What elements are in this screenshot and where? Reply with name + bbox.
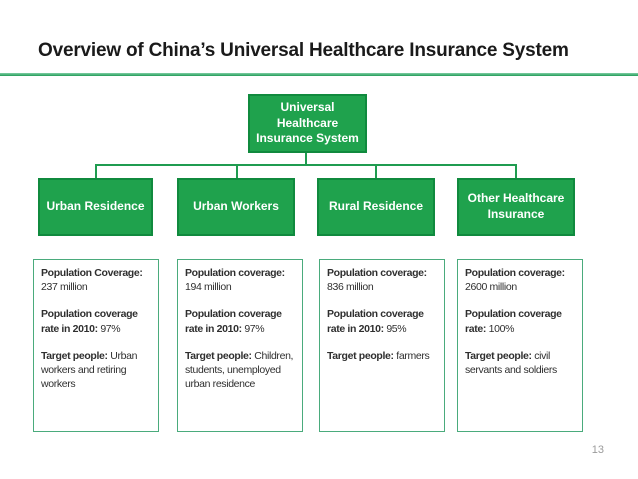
detail-box-urban-workers: Population coverage: 194 million Populati…	[177, 259, 303, 432]
branch-label: Rural Residence	[328, 199, 424, 214]
detail-label: Target people:	[41, 349, 108, 362]
detail-paragraph: Target people: civil servants and soldie…	[465, 349, 575, 377]
detail-paragraph: Population coverage rate in 2010: 95%	[327, 307, 437, 335]
detail-box-other-insurance: Population coverage: 2600 million Populat…	[457, 259, 583, 432]
detail-label: Population coverage rate in 2010:	[185, 308, 282, 335]
detail-value: Urban workers and retiring workers	[41, 349, 138, 391]
detail-label: Population coverage:	[327, 267, 427, 279]
detail-value: 95%	[386, 322, 407, 335]
detail-label: Target people:	[185, 349, 252, 362]
detail-label: Population coverage:	[465, 267, 565, 279]
detail-label: Population coverage rate in 2010:	[41, 308, 138, 335]
connector-drop-rural-residence	[375, 164, 377, 179]
title-underline	[0, 73, 638, 76]
detail-value: 194 million	[185, 281, 232, 294]
branch-label: Urban Workers	[193, 199, 279, 214]
detail-paragraph: Population coverage: 194 million	[185, 266, 295, 294]
detail-box-urban-residence: Population Coverage: 237 million Populati…	[33, 259, 159, 432]
detail-paragraph: Population coverage rate in 2010: 97%	[185, 307, 295, 335]
detail-label: Population coverage:	[185, 267, 285, 279]
connector-horizontal	[95, 164, 517, 166]
detail-label: Population coverage rate in 2010:	[327, 308, 424, 335]
detail-paragraph: Target people: farmers	[327, 349, 437, 363]
org-root-box: Universal Healthcare Insurance System	[248, 94, 367, 153]
detail-box-rural-residence: Population coverage: 836 million Populati…	[319, 259, 445, 432]
branch-label: Other Healthcare Insurance	[467, 191, 565, 221]
detail-label: Population coverage rate:	[465, 308, 562, 335]
org-branch-box-urban-residence: Urban Residence	[38, 178, 153, 236]
detail-paragraph: Target people: Urban workers and retirin…	[41, 349, 151, 392]
org-branch-box-rural-residence: Rural Residence	[317, 178, 435, 236]
detail-value: 237 million	[41, 281, 88, 294]
org-branch-box-other-insurance: Other Healthcare Insurance	[457, 178, 575, 236]
connector-drop-urban-residence	[95, 164, 97, 179]
detail-value: 2600 million	[465, 281, 517, 294]
detail-paragraph: Population coverage rate in 2010: 97%	[41, 307, 151, 335]
detail-value: Children, students, unemployed urban res…	[185, 349, 294, 391]
org-root-label: Universal Healthcare Insurance System	[256, 100, 359, 146]
detail-paragraph: Population coverage rate: 100%	[465, 307, 575, 335]
slide-title: Overview of China’s Universal Healthcare…	[38, 40, 569, 61]
detail-label: Target people:	[327, 349, 394, 362]
detail-value: 97%	[100, 322, 121, 335]
detail-value: 100%	[488, 322, 515, 335]
detail-paragraph: Target people: Children, students, unemp…	[185, 349, 295, 392]
detail-value: farmers	[396, 349, 430, 362]
org-branch-box-urban-workers: Urban Workers	[177, 178, 295, 236]
page-number: 13	[591, 444, 604, 456]
detail-label: Population Coverage:	[41, 267, 143, 279]
detail-value: 97%	[244, 322, 265, 335]
connector-drop-other-insurance	[515, 164, 517, 179]
detail-paragraph: Population Coverage: 237 million	[41, 266, 151, 294]
detail-value: civil servants and soldiers	[465, 349, 557, 376]
connector-drop-urban-workers	[236, 164, 238, 179]
connector-root-stub	[305, 153, 307, 165]
detail-paragraph: Population coverage: 836 million	[327, 266, 437, 294]
detail-value: 836 million	[327, 281, 374, 294]
branch-label: Urban Residence	[46, 199, 145, 214]
detail-label: Target people:	[465, 349, 532, 362]
detail-paragraph: Population coverage: 2600 million	[465, 266, 575, 294]
